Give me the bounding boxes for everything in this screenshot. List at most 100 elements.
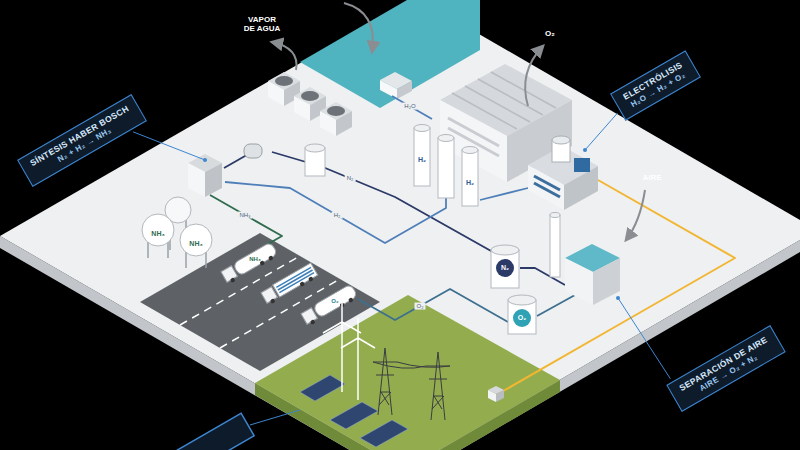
pipe-label: NH₃ — [237, 212, 252, 219]
flow-arrows — [272, 3, 645, 240]
trucks — [348, 297, 354, 303]
wind-turbines — [323, 300, 361, 392]
wind-turbines — [341, 318, 375, 400]
tank-label: H₂ — [418, 156, 426, 164]
pipes — [480, 188, 528, 200]
trucks — [233, 242, 278, 276]
hydrogen-tanks — [462, 147, 478, 154]
tank-label: O₂ — [518, 314, 527, 322]
trucks — [261, 287, 277, 303]
trucks — [221, 242, 279, 285]
cut-callout — [146, 413, 254, 450]
air-separation-unit — [593, 258, 620, 305]
leader-dot — [203, 158, 207, 162]
tank-label: NH₃ — [151, 230, 164, 238]
trucks — [273, 263, 318, 297]
truck-label: O₂ — [331, 298, 338, 305]
electrolysis-building — [448, 118, 499, 156]
electrolyzer-machine — [552, 136, 570, 144]
pipes — [225, 182, 446, 243]
electrolyzer-machine — [574, 158, 590, 172]
ammonia-spheres — [180, 224, 212, 256]
pool — [300, 0, 480, 108]
flow-arrows — [344, 3, 373, 52]
trucks — [299, 281, 305, 287]
power-pylons — [373, 348, 397, 415]
flow-arrows — [525, 46, 543, 106]
pipe-label: H₂O — [402, 103, 417, 110]
flow-arrows — [272, 42, 297, 70]
ammonia-spheres — [142, 214, 174, 246]
trucks — [308, 276, 314, 282]
synthesis-reactor — [244, 144, 262, 158]
leader-dot — [616, 296, 620, 300]
pipes — [224, 152, 306, 168]
wind-turbines — [323, 300, 375, 400]
solar-panels — [360, 420, 408, 447]
hydrogen-tanks — [438, 138, 454, 198]
gas-tanks — [508, 295, 536, 305]
cut-callout — [250, 410, 300, 425]
transformer — [488, 386, 504, 402]
hydrogen-tanks — [414, 125, 430, 132]
ammonia-spheres — [142, 197, 212, 268]
synthesis-reactor — [305, 144, 325, 152]
flow-label: VAPOR DE AGUA — [242, 15, 282, 33]
electrolyzer-machine — [534, 176, 560, 197]
callout-box: SÍNTESIS HABER BOSCHN₂ + H₂ → NH₃ — [17, 94, 147, 187]
flow-label: AIRE — [642, 173, 661, 182]
leader-line — [585, 113, 618, 150]
solar-panels — [300, 375, 345, 401]
pipes — [392, 96, 432, 119]
trucks — [221, 266, 237, 282]
transformer — [496, 390, 504, 402]
cooling-towers — [268, 72, 352, 136]
trucks — [313, 284, 358, 318]
electrolyzer-machine — [528, 165, 564, 210]
road — [140, 233, 380, 371]
synthesis-reactor — [188, 144, 325, 197]
road — [140, 233, 380, 371]
flow-arrows — [626, 190, 645, 240]
solar-panels — [330, 402, 378, 429]
callout-box: ELECTRÓLISISH₂O → H₂ + O₂ — [610, 50, 701, 120]
power-pylons — [373, 348, 450, 420]
leader-line — [618, 298, 670, 379]
pipes — [358, 289, 508, 322]
trucks — [310, 319, 316, 325]
pool — [397, 81, 412, 99]
flow-label: O₂ — [545, 29, 555, 38]
gas-tanks — [513, 309, 531, 327]
pipe-label: N₂ — [345, 175, 356, 182]
leader-line — [133, 132, 205, 160]
power-pylons — [426, 352, 450, 420]
power-pylons — [373, 362, 450, 368]
hydrogen-tanks — [414, 125, 478, 207]
callout-box: SEPARACIÓN DE AIREAIRE → O₂ + N₂ — [666, 325, 785, 412]
leader-dot — [583, 148, 587, 152]
air-separation-unit — [550, 215, 560, 277]
tank-label: N₂ — [501, 264, 509, 272]
callout-formula: N₂ + H₂ → NH₃ — [34, 112, 136, 177]
hydrogen-tanks — [438, 135, 454, 142]
pipes — [498, 180, 735, 394]
trucks — [261, 263, 319, 306]
trucks — [221, 242, 359, 327]
trucks — [230, 277, 236, 283]
trucks — [301, 284, 359, 327]
trucks — [268, 255, 274, 261]
pipes — [210, 96, 735, 394]
cooling-towers — [320, 102, 352, 136]
cut-callout — [146, 410, 300, 450]
synthesis-reactor — [188, 163, 205, 197]
trucks — [276, 267, 314, 292]
gas-tanks — [491, 245, 536, 334]
air-separation-unit — [550, 213, 560, 218]
tank-label: H₂ — [466, 179, 474, 187]
pool — [300, 0, 480, 108]
